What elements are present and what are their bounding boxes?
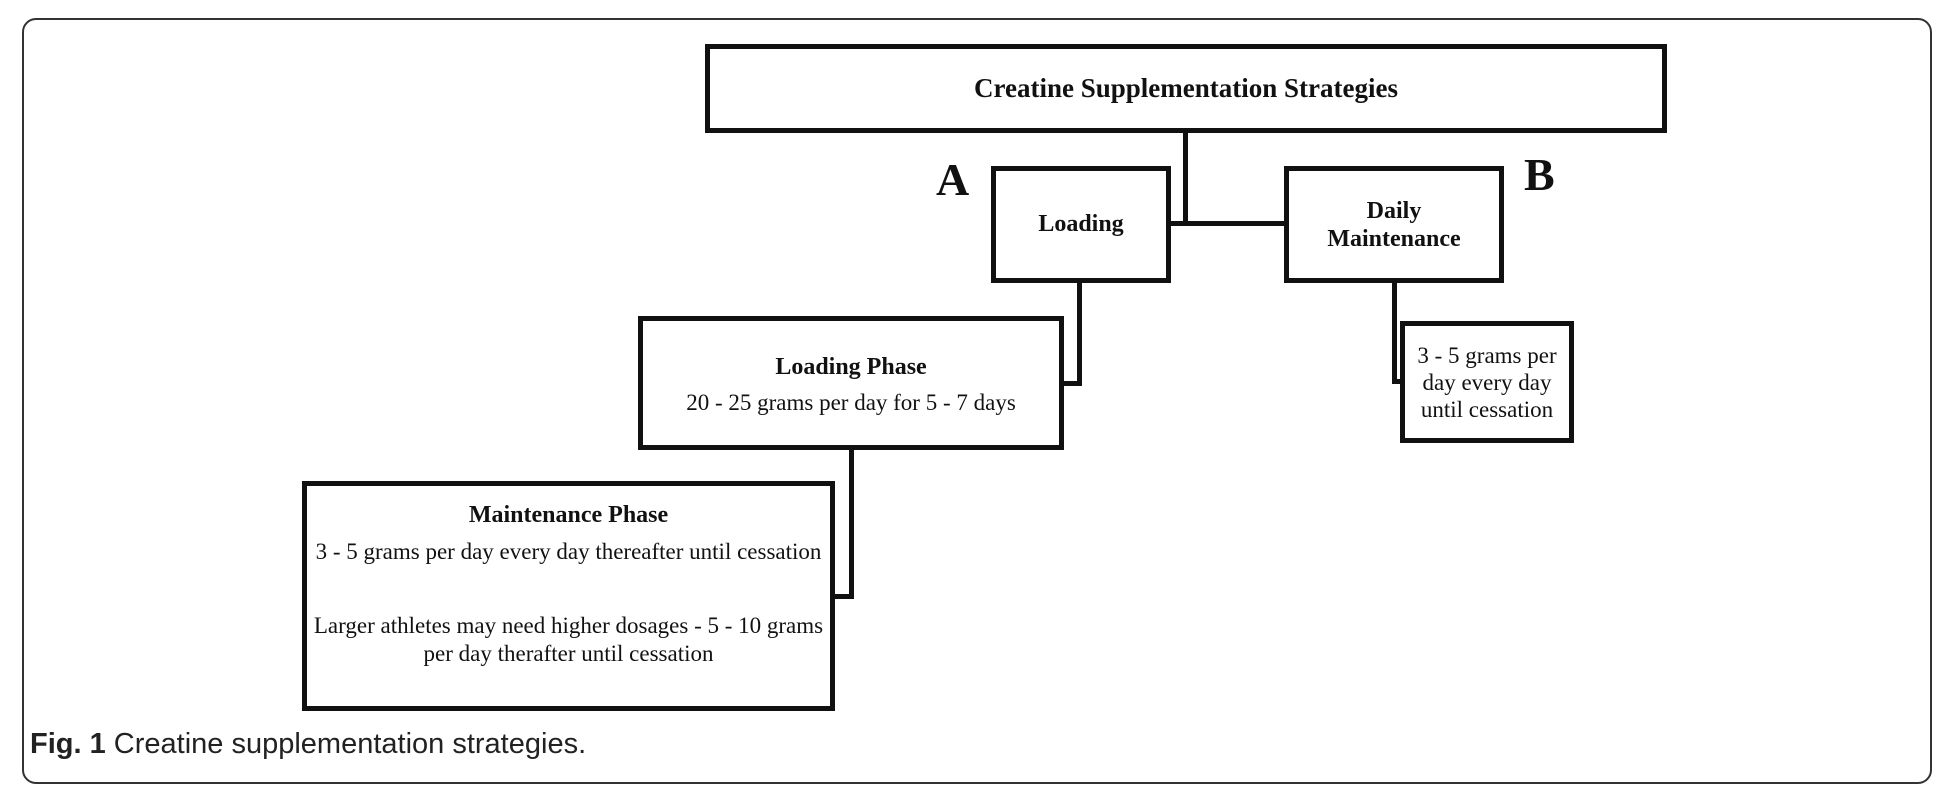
connector-daily-down [1392, 280, 1397, 384]
figure-caption-text: Creatine supplementation strategies. [113, 728, 587, 760]
daily-maintenance-detail-node: 3 - 5 grams per day every day until cess… [1400, 321, 1574, 443]
connector-junction-horizontal [1168, 221, 1288, 226]
connector-root-to-junction [1183, 130, 1188, 226]
root-node-label: Creatine Supplementation Strategies [974, 73, 1398, 103]
loading-phase-title: Loading Phase [775, 354, 927, 380]
maintenance-phase-text-2: Larger athletes may need higher dosages … [313, 613, 824, 666]
connector-phase-to-maintenance [830, 594, 854, 599]
branch-letter-a: A [936, 154, 970, 205]
loading-phase-text: 20 - 25 grams per day for 5 - 7 days [686, 390, 1016, 415]
maintenance-phase-text-1: 3 - 5 grams per day every day thereafter… [315, 539, 822, 564]
connector-loading-to-phase [1060, 381, 1082, 386]
maintenance-phase-node: Maintenance Phase 3 - 5 grams per day ev… [302, 481, 835, 711]
loading-node: Loading [991, 166, 1171, 283]
connector-loading-down [1077, 280, 1082, 386]
branch-letter-b: B [1524, 149, 1555, 200]
daily-maintenance-node: Daily Maintenance [1284, 166, 1504, 283]
connector-phase-down [849, 446, 854, 599]
maintenance-phase-title: Maintenance Phase [468, 502, 669, 528]
figure-frame [22, 18, 1932, 784]
figure-caption: Fig. 1 Creatine supplementation strategi… [30, 730, 586, 759]
loading-phase-node: Loading Phase 20 - 25 grams per day for … [638, 316, 1064, 450]
daily-maintenance-node-label: Daily Maintenance [1327, 197, 1461, 252]
daily-maintenance-detail-text: 3 - 5 grams per day every day until cess… [1417, 342, 1557, 422]
figure-caption-label: Fig. 1 [30, 728, 106, 760]
loading-node-label: Loading [1038, 211, 1124, 237]
root-node: Creatine Supplementation Strategies [705, 44, 1667, 133]
